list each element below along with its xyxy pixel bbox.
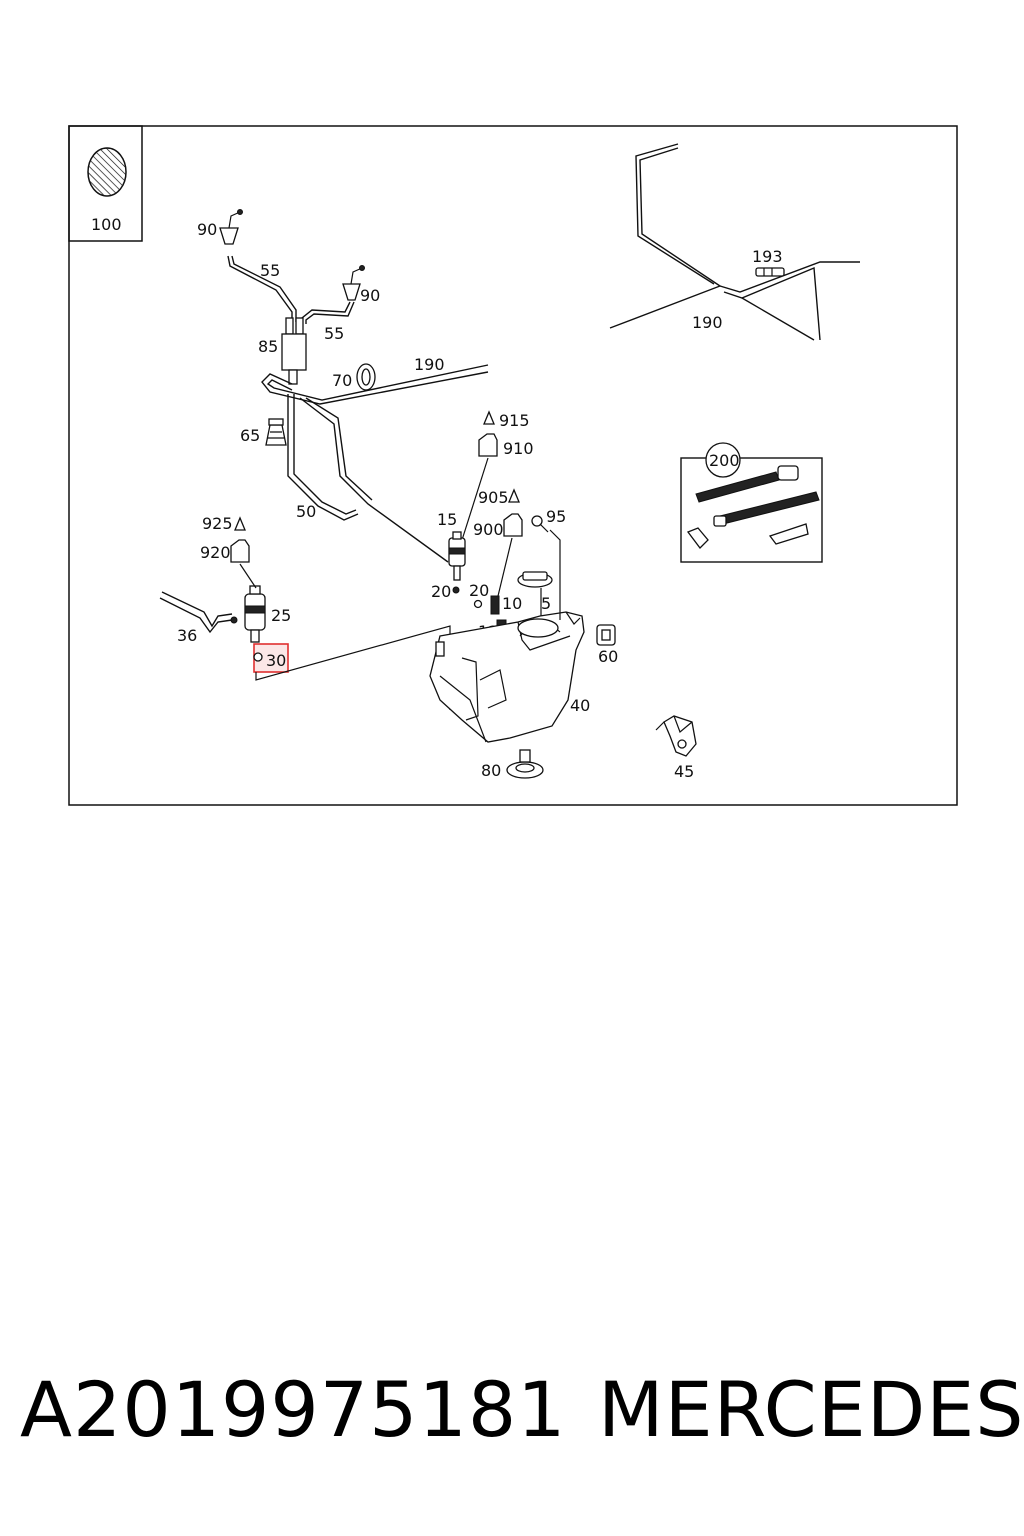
screw-95	[531, 515, 549, 533]
seal-925	[234, 516, 246, 531]
footer: A2019975181 MERCEDES	[0, 1365, 1024, 1475]
callout-200[interactable]: 200	[709, 451, 740, 470]
holder-45	[655, 715, 697, 757]
callout-85[interactable]: 85	[258, 337, 278, 356]
connector-193	[755, 267, 785, 277]
grommet-70	[356, 363, 376, 391]
callout-190-right[interactable]: 190	[692, 313, 723, 332]
callout-70[interactable]: 70	[332, 371, 352, 390]
brand-name: MERCEDES	[598, 1365, 1024, 1454]
level-sensor-10	[490, 595, 500, 615]
callout-193[interactable]: 193	[752, 247, 783, 266]
repair-kit-hoses	[686, 465, 820, 549]
callout-15[interactable]: 15	[437, 510, 457, 529]
callout-910[interactable]: 910	[503, 439, 534, 458]
connector-900	[503, 513, 523, 537]
hose-50	[287, 394, 359, 521]
callout-30[interactable]: 30	[266, 651, 286, 670]
callout-50[interactable]: 50	[296, 502, 316, 521]
hatched-circle-icon	[87, 147, 127, 197]
kit-200-circle	[705, 442, 741, 478]
callout-915[interactable]: 915	[499, 411, 530, 430]
callout-95[interactable]: 95	[546, 507, 566, 526]
part-number: A2019975181	[20, 1365, 567, 1454]
callout-55-right[interactable]: 55	[324, 324, 344, 343]
washer-nozzle-right	[342, 265, 365, 301]
callout-65[interactable]: 65	[240, 426, 260, 445]
callout-10[interactable]: 10	[502, 594, 522, 613]
callout-60[interactable]: 60	[598, 647, 618, 666]
check-valve-85	[281, 317, 307, 385]
callout-20-right[interactable]: 20	[469, 581, 489, 600]
hose-190-right	[609, 147, 722, 329]
callout-36[interactable]: 36	[177, 626, 197, 645]
washer-pump-15	[448, 531, 466, 581]
callout-20-left[interactable]: 20	[431, 582, 451, 601]
parts-diagram: 100 90 55 90 55 85 70 190 65	[68, 125, 958, 806]
seal-30	[253, 652, 263, 662]
callout-920[interactable]: 920	[200, 543, 231, 562]
washer-pump-25	[244, 585, 266, 643]
clip-60	[596, 624, 616, 646]
grommet-80	[506, 749, 544, 779]
callout-40[interactable]: 40	[570, 696, 590, 715]
hose-190-middle	[261, 371, 489, 405]
callout-190-middle[interactable]: 190	[414, 355, 445, 374]
hose-55-left	[227, 255, 293, 322]
repair-kit-box	[680, 457, 823, 563]
seal-915	[483, 410, 495, 425]
diagram-frame	[68, 125, 958, 806]
callout-905[interactable]: 905	[478, 488, 509, 507]
callout-55-left[interactable]: 55	[260, 261, 280, 280]
clip-65	[265, 418, 287, 446]
callout-25[interactable]: 25	[271, 606, 291, 625]
hose-55-right	[301, 301, 351, 324]
seal-905	[508, 488, 520, 503]
callout-80[interactable]: 80	[481, 761, 501, 780]
connector-910	[478, 433, 498, 457]
washer-20-right	[473, 599, 483, 609]
legend-box	[68, 125, 143, 242]
filler-cap-5	[517, 571, 553, 616]
hose-36	[159, 597, 233, 634]
washer-reservoir-40	[429, 529, 585, 743]
washer-20-left	[452, 586, 460, 594]
callout-90-right[interactable]: 90	[360, 286, 380, 305]
callout-925[interactable]: 925	[202, 514, 233, 533]
callout-5[interactable]: 5	[541, 594, 551, 613]
callout-900[interactable]: 900	[473, 520, 504, 539]
washer-nozzle-left	[219, 209, 243, 245]
callout-100[interactable]: 100	[91, 215, 122, 234]
callout-45[interactable]: 45	[674, 762, 694, 781]
connector-920	[230, 539, 250, 563]
callout-90-left[interactable]: 90	[197, 220, 217, 239]
